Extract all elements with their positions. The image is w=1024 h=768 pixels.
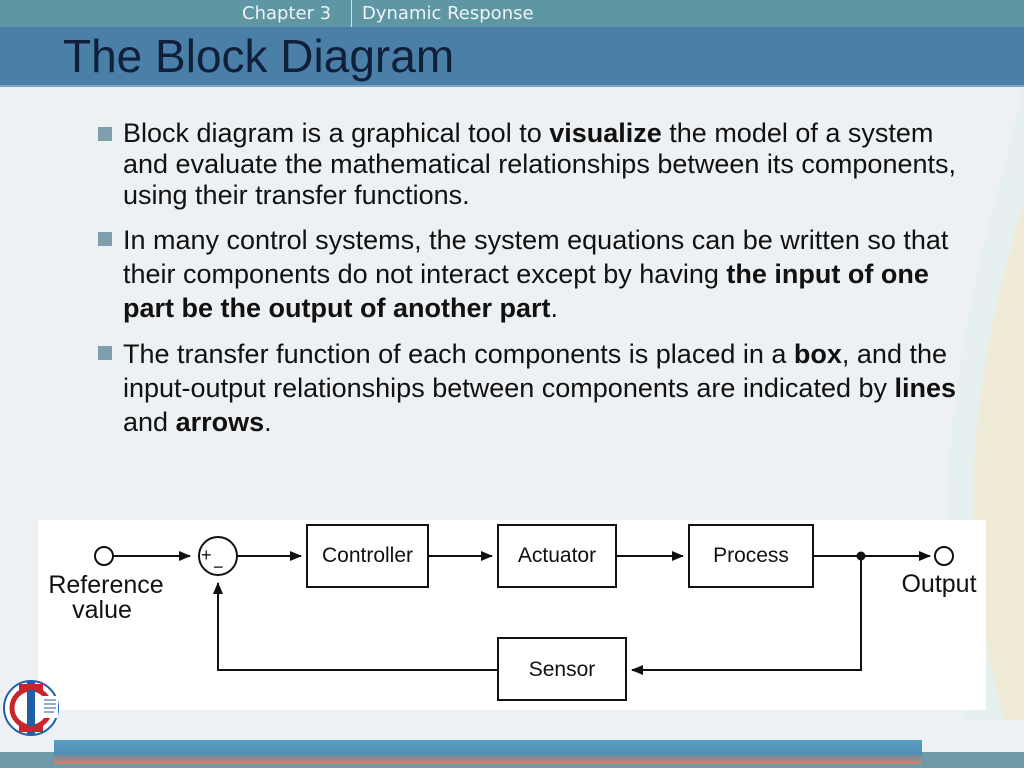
page-title: The Block Diagram [63, 30, 455, 82]
process-block [688, 524, 814, 588]
feedback-return-line [213, 582, 498, 671]
controller-label: Controller [322, 544, 413, 567]
output-terminal [934, 546, 954, 566]
block-diagram: + − Controller Actuator Process Sensor R… [38, 520, 986, 710]
bullet-item: The transfer function of each components… [96, 337, 976, 439]
input-terminal [94, 546, 114, 566]
actuator-label: Actuator [518, 544, 596, 567]
square-bullet-icon [98, 346, 112, 360]
chapter-topic: Dynamic Response [362, 3, 534, 24]
output-label: Output [901, 570, 976, 598]
square-bullet-icon [98, 232, 112, 246]
bullet-text: In many control systems, the system equa… [123, 225, 949, 323]
value-label: value [72, 596, 132, 624]
bullet-text: Block diagram is a graphical tool to vis… [123, 118, 956, 210]
summing-junction [198, 536, 238, 576]
bullet-text: The transfer function of each components… [123, 339, 957, 437]
footer-bar [54, 740, 922, 764]
sum-minus-sign: − [213, 557, 224, 577]
university-seal-icon [3, 680, 59, 736]
sensor-label: Sensor [529, 658, 596, 681]
sum-plus-sign: + [201, 545, 212, 565]
reference-label: Reference [48, 571, 163, 599]
chapter-label: Chapter 3 [242, 3, 332, 24]
bullet-item: Block diagram is a graphical tool to vis… [96, 118, 976, 211]
square-bullet-icon [98, 127, 112, 141]
bullet-list: Block diagram is a graphical tool to vis… [96, 118, 976, 451]
actuator-block [497, 524, 617, 588]
sensor-block [497, 637, 627, 701]
header-divider [351, 0, 352, 27]
pickoff-point [856, 551, 866, 561]
feedback-tap-line [631, 556, 862, 675]
bullet-item: In many control systems, the system equa… [96, 223, 976, 325]
title-bar: The Block Diagram [0, 27, 1024, 87]
chapter-header-bar: Chapter 3 Dynamic Response [0, 0, 1024, 27]
controller-block [306, 524, 429, 588]
process-label: Process [713, 544, 789, 567]
